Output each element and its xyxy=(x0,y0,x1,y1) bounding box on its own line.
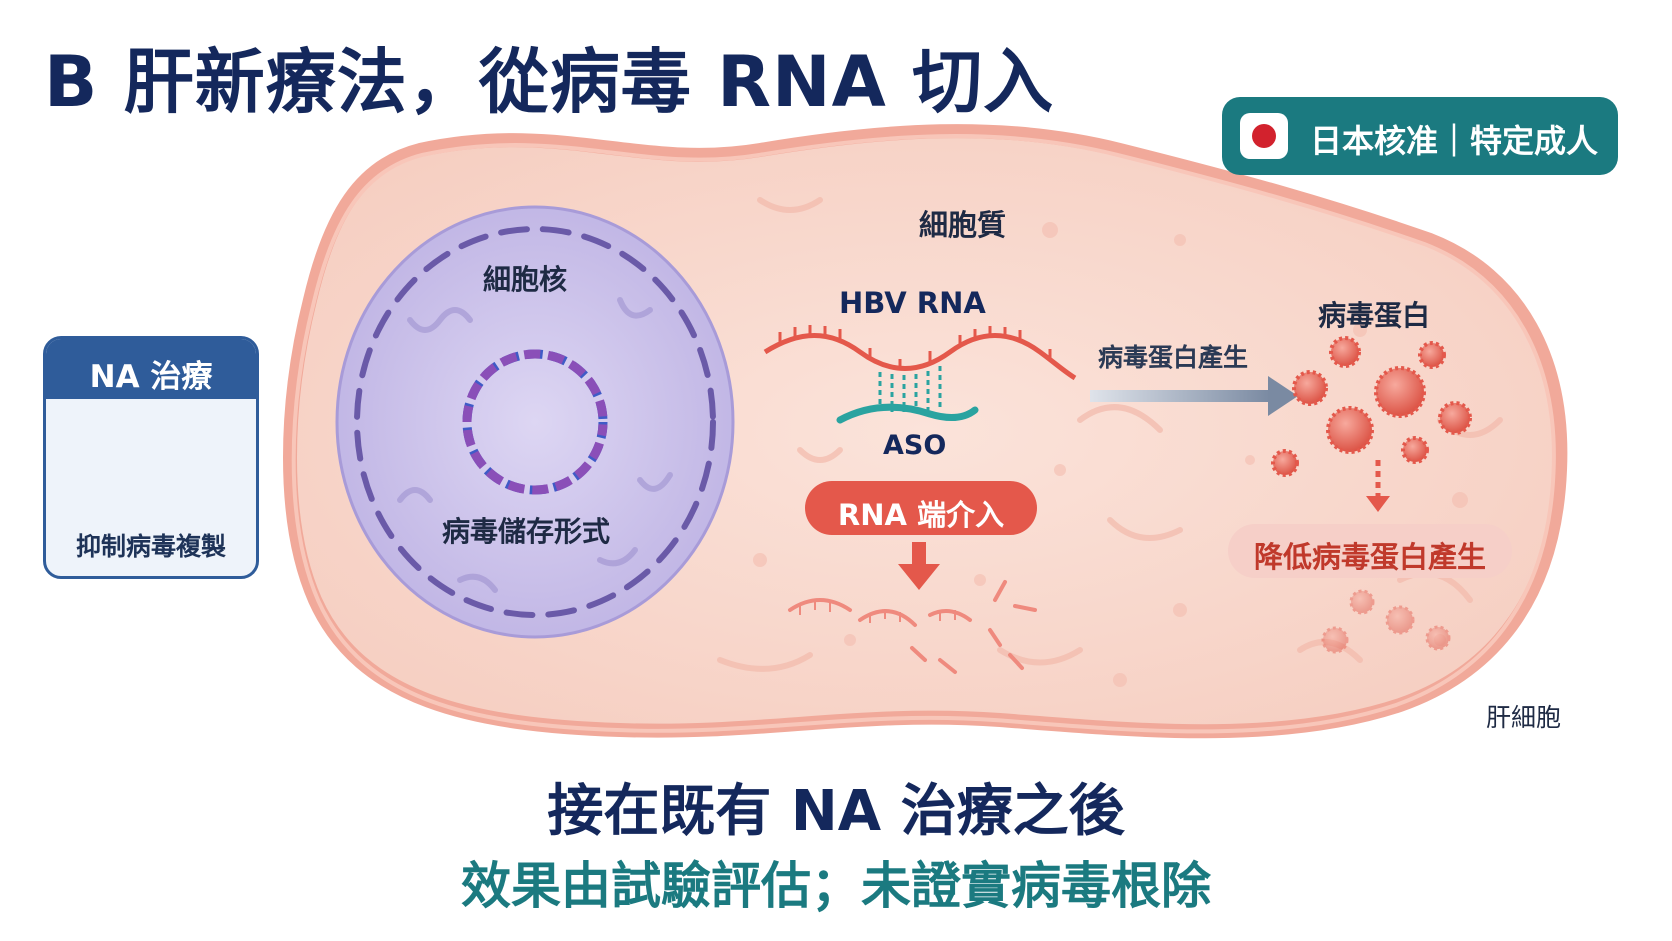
reduced-protein-cluster xyxy=(1321,589,1451,654)
bottom-subheadline: 效果由試驗評估；未證實病毒根除 xyxy=(461,857,1211,915)
degraded-rna-fragments xyxy=(788,580,1037,674)
nucleus-label: 細胞核 xyxy=(483,263,568,296)
approval-badge-text: 日本核准｜特定成人 xyxy=(1310,122,1599,160)
reduction-down-arrow xyxy=(1366,460,1390,512)
reduced-protein-pill: 降低病毒蛋白產生 xyxy=(1228,524,1512,578)
aso-label: ASO xyxy=(883,430,947,461)
viral-protein-heading: 病毒蛋白 xyxy=(1318,299,1431,332)
japan-flag-icon xyxy=(1240,113,1288,159)
hbv-rna-label: HBV RNA xyxy=(839,286,986,320)
protein-arrow-label: 病毒蛋白產生 xyxy=(1098,343,1249,372)
hbv-rna-strand xyxy=(763,325,1077,381)
na-treatment-card: NA 治療 抑制病毒複製 xyxy=(43,336,259,579)
reduced-protein-label: 降低病毒蛋白產生 xyxy=(1253,540,1486,574)
rna-intervention-pill: RNA 端介入 xyxy=(805,481,1037,535)
bottom-headline: 接在既有 NA 治療之後 xyxy=(547,779,1125,844)
rna-intervention-label: RNA 端介入 xyxy=(837,498,1005,532)
viral-protein-cluster xyxy=(1271,336,1472,477)
liver-cell-label: 肝細胞 xyxy=(1486,703,1562,732)
cytoplasm-label: 細胞質 xyxy=(919,208,1007,242)
viral-storage-label: 病毒儲存形式 xyxy=(442,515,611,548)
na-card-header: NA 治療 xyxy=(46,339,256,399)
viral-storage-ring xyxy=(462,349,608,495)
chromatin-texture xyxy=(397,297,673,593)
approval-badge: 日本核准｜特定成人 xyxy=(1222,97,1618,175)
page-title: B 肝新療法，從病毒 RNA 切入 xyxy=(44,41,1055,123)
na-card-heading: NA 治療 xyxy=(89,359,213,395)
na-card-caption: 抑制病毒複製 xyxy=(75,532,226,561)
nuclear-envelope xyxy=(354,226,716,618)
intervention-down-arrow xyxy=(898,542,940,590)
aso-strand xyxy=(836,366,979,424)
protein-production-arrow xyxy=(1090,376,1298,416)
